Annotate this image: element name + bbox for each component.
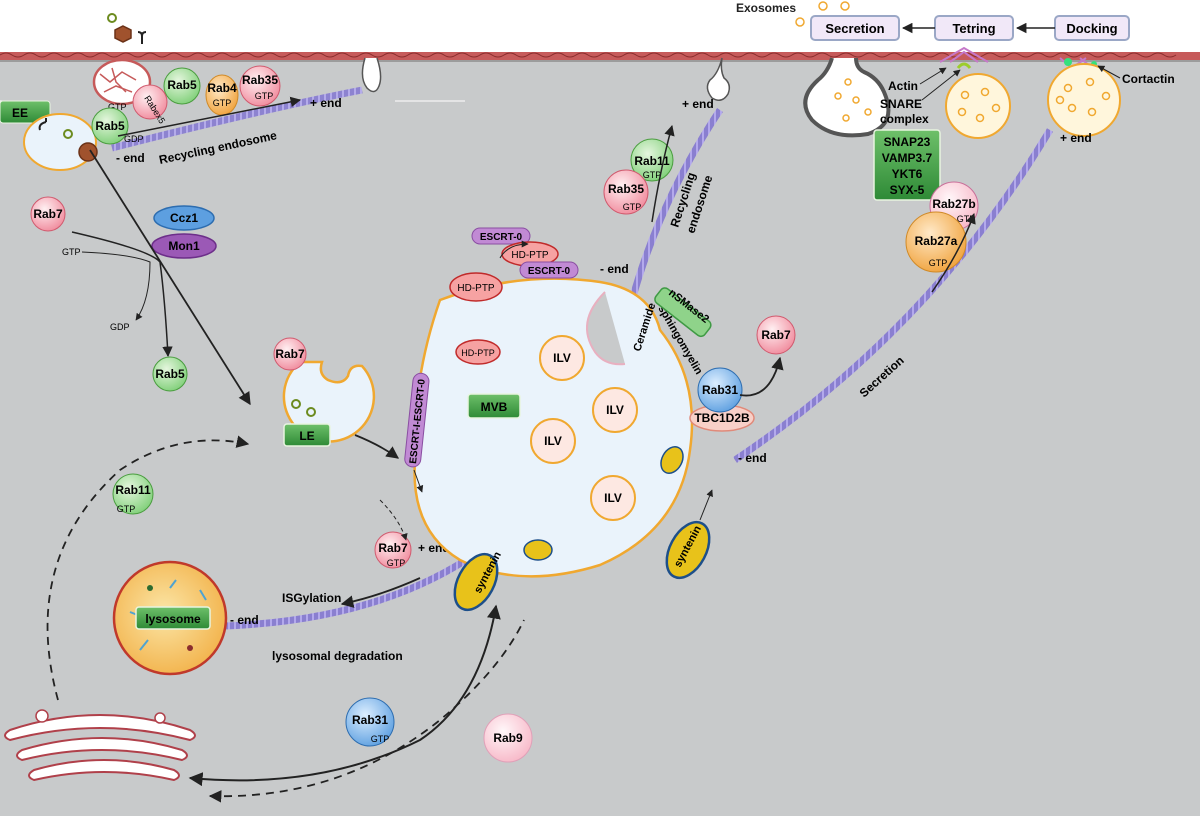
late-endosome: LE: [282, 360, 376, 447]
rab7-right: Rab7: [756, 315, 796, 355]
escrt0-label-2: ESCRT-0: [528, 266, 571, 277]
rab31-mvb: Rab31: [697, 367, 743, 413]
mvb-label: MVB: [481, 400, 508, 414]
early-endosome: EE: [0, 100, 98, 171]
plus-end-label-2: + end: [682, 97, 714, 111]
ilv-label-2: ILV: [606, 403, 624, 417]
gtp-rab7-bottom: GTP: [387, 558, 406, 568]
gtp-rab35-mid: GTP: [623, 202, 642, 212]
gdp-rab5: GDP: [124, 134, 144, 144]
plus-end-label-1: + end: [310, 96, 342, 110]
gtp-rab11-top: GTP: [643, 170, 662, 180]
rab5-top-label: Rab5: [167, 78, 197, 92]
rab5-top: Rab5: [163, 67, 201, 105]
tbc1d2b-box: TBC1D2B: [689, 404, 755, 432]
exosome-release-steps: Exosomes Secretion Tetring Docking: [736, 1, 1130, 41]
ee-label: EE: [12, 106, 28, 120]
membrane-invaginations: [361, 57, 731, 101]
docking-vesicles: Actin SNARE complex Cortactin: [880, 46, 1175, 139]
rab7-le-label: Rab7: [275, 347, 305, 361]
minus-end-label-4: - end: [230, 613, 259, 627]
gdp-cycle: GDP: [110, 322, 130, 332]
snare-label-1: SNARE: [880, 97, 922, 111]
rab9: Rab9: [483, 713, 533, 763]
ccz1-mon1-complex: Ccz1 Mon1: [151, 205, 217, 259]
rab5-ee-label: Rab5: [95, 119, 125, 133]
rab11-left: Rab11 GTP: [112, 473, 154, 515]
hdptp-label-2: HD-PTP: [457, 283, 495, 294]
ykt6-label: YKT6: [892, 167, 923, 181]
lysosome-label: lysosome: [145, 612, 201, 626]
hdptp-label-1: HD-PTP: [511, 250, 549, 261]
rab7-right-label: Rab7: [761, 328, 791, 342]
cortactin-label: Cortactin: [1122, 72, 1175, 86]
gtp-rab4: GTP: [213, 98, 232, 108]
minus-end-label-1: - end: [116, 151, 145, 165]
secretion-box-label: Secretion: [825, 21, 884, 36]
lysosomal-degradation-label: lysosomal degradation: [272, 649, 403, 663]
rab35-top-label: Rab35: [242, 73, 278, 87]
docking-box-label: Docking: [1066, 21, 1117, 36]
secretion-box: [810, 15, 900, 41]
snare-protein-box: SNAP23 VAMP3.7 YKT6 SYX-5: [873, 129, 941, 201]
rab7-left-label: Rab7: [33, 207, 63, 221]
rab4-label: Rab4: [207, 81, 237, 95]
gtp-rab31-bottom: GTP: [371, 734, 390, 744]
snap23-label: SNAP23: [884, 135, 931, 149]
le-label: LE: [299, 429, 314, 443]
rab27b-label: Rab27b: [932, 197, 975, 211]
snare-label-2: complex: [880, 112, 929, 126]
rab7-bottom-label: Rab7: [378, 541, 408, 555]
rab35-mid-label: Rab35: [608, 182, 644, 196]
tetring-box-label: Tetring: [952, 21, 995, 36]
vamp-label: VAMP3.7: [882, 151, 933, 165]
escrt-complexes: ESCRT-0 HD-PTP HD-PTP ESCRT-0 HD-PTP ESC…: [404, 227, 579, 468]
rab9-label: Rab9: [493, 731, 523, 745]
rab11-top: Rab11 GTP: [630, 138, 674, 182]
rab-cycle-arrows: GTP GDP ISGylation lysosomal degradation: [46, 96, 976, 803]
rab31-mvb-label: Rab31: [702, 383, 738, 397]
isgylation-label: ISGylation: [282, 591, 341, 605]
rab27a: Rab27a GTP: [905, 211, 967, 273]
rab7-left: Rab7: [30, 196, 66, 232]
escrt0-label-1: ESCRT-0: [480, 232, 523, 243]
plus-end-label-3: + end: [1060, 131, 1092, 145]
rab5-mid-label: Rab5: [155, 367, 185, 381]
tbc1d2b-label: TBC1D2B: [694, 411, 750, 425]
syx5-label: SYX-5: [890, 183, 925, 197]
rab7-bottom: Rab7 GTP: [374, 531, 412, 569]
gtp-rab27a: GTP: [929, 258, 948, 268]
fusion-pocket: [803, 57, 891, 138]
minus-end-label-3: - end: [738, 451, 767, 465]
actin-label: Actin: [888, 79, 918, 93]
ilv-label-1: ILV: [553, 351, 571, 365]
lysosome: lysosome: [112, 560, 228, 676]
rab35-top: Rab35 GTP: [239, 65, 281, 107]
rab31-bottom-label: Rab31: [352, 713, 388, 727]
rab7-le: Rab7: [273, 337, 307, 371]
rab11-left-label: Rab11: [115, 483, 151, 497]
ilv-label-3: ILV: [544, 434, 562, 448]
hdptp-label-3: HD-PTP: [461, 348, 495, 358]
rab35-mid: Rab35 GTP: [603, 169, 649, 215]
exosomes-label: Exosomes: [736, 1, 796, 15]
gtp-clathrin: GTP: [108, 102, 127, 112]
ilv-label-4: ILV: [604, 491, 622, 505]
ccz1-label: Ccz1: [170, 211, 198, 225]
rab11-top-label: Rab11: [634, 154, 670, 168]
gtp-cycle: GTP: [62, 247, 81, 257]
rab31-bottom: Rab31 GTP: [345, 697, 395, 747]
rab5-mid: Rab5: [152, 356, 188, 392]
rab5-ee: Rab5 GDP: [91, 107, 144, 145]
rab4: Rab4 GTP: [205, 74, 239, 116]
golgi-apparatus: [4, 709, 196, 782]
rab27a-label: Rab27a: [915, 234, 958, 248]
mon1-label: Mon1: [168, 239, 200, 253]
gtp-rab35-top: GTP: [255, 91, 274, 101]
gtp-rab11-left: GTP: [117, 504, 136, 514]
minus-end-label-2: - end: [600, 262, 629, 276]
